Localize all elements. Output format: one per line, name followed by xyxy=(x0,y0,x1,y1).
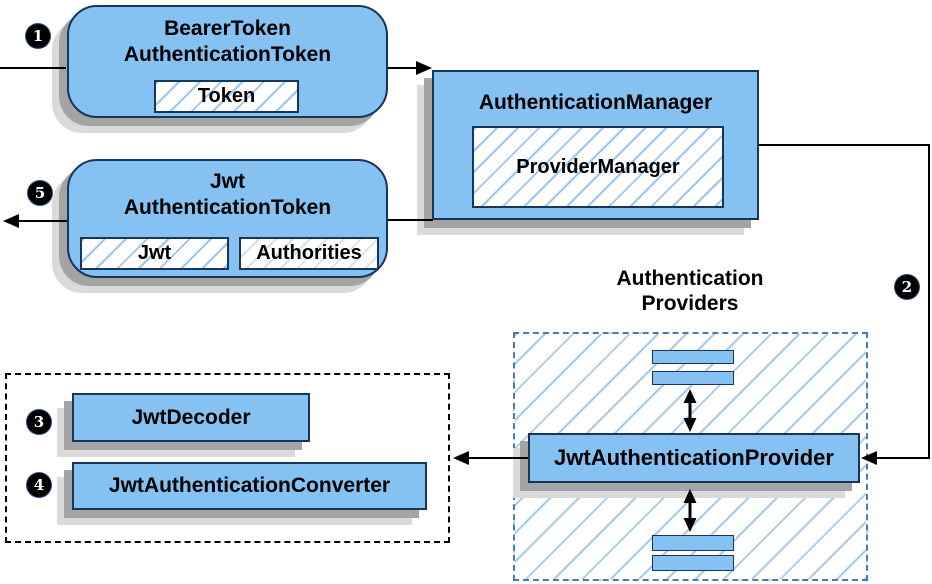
authorities-chip: Authorities xyxy=(239,237,379,270)
provider-stub-rect xyxy=(652,350,734,364)
step-3-badge: 3 xyxy=(27,410,51,434)
step-1-badge: 1 xyxy=(26,24,50,48)
authentication-manager-title: AuthenticationManager xyxy=(434,90,757,116)
bearer-token-authentication-token-node: BearerToken AuthenticationToken Token xyxy=(67,5,388,118)
arrowhead-left-icon xyxy=(3,214,19,228)
arrowhead-right-icon xyxy=(416,61,432,75)
authentication-manager-title-text: AuthenticationManager xyxy=(478,91,713,114)
jwt-authentication-token-node: Jwt AuthenticationToken Jwt Authorities xyxy=(67,159,388,278)
token-chip: Token xyxy=(154,80,299,113)
jwt-token-title-line2: AuthenticationToken xyxy=(123,196,332,219)
authentication-manager-node: AuthenticationManager ProviderManager xyxy=(432,70,759,220)
jwt-decoder-label: JwtDecoder xyxy=(131,405,251,429)
authentication-providers-title: Authentication Providers xyxy=(565,266,815,316)
jwt-authentication-provider-label: JwtAuthenticationProvider xyxy=(554,445,834,470)
step-5-badge: 5 xyxy=(28,181,52,205)
jwt-token-title-line1: Jwt xyxy=(209,170,245,193)
step-4-badge: 4 xyxy=(27,473,51,497)
provider-stub-rect xyxy=(652,555,734,571)
arrowhead-left-icon xyxy=(453,451,469,465)
jwt-authentication-converter-node: JwtAuthenticationConverter xyxy=(72,462,427,510)
provider-manager-chip: ProviderManager xyxy=(472,126,724,208)
jwt-authentication-provider-node: JwtAuthenticationProvider xyxy=(528,433,860,483)
bearer-token-node-title: BearerToken AuthenticationToken xyxy=(69,16,386,68)
authentication-providers-title-line1: Authentication xyxy=(616,267,764,290)
jwt-token-node-title: Jwt AuthenticationToken xyxy=(69,169,386,221)
step-2-badge: 2 xyxy=(895,275,919,299)
provider-stub-rect xyxy=(652,371,734,385)
jwt-authentication-converter-label: JwtAuthenticationConverter xyxy=(108,474,391,497)
bearer-token-title-line2: AuthenticationToken xyxy=(123,43,332,66)
bearer-token-title-line1: BearerToken xyxy=(164,17,291,40)
authentication-providers-title-line2: Providers xyxy=(641,292,739,315)
jwt-decoder-node: JwtDecoder xyxy=(72,393,310,442)
jwt-chip: Jwt xyxy=(80,237,229,270)
provider-stub-rect xyxy=(652,535,734,551)
